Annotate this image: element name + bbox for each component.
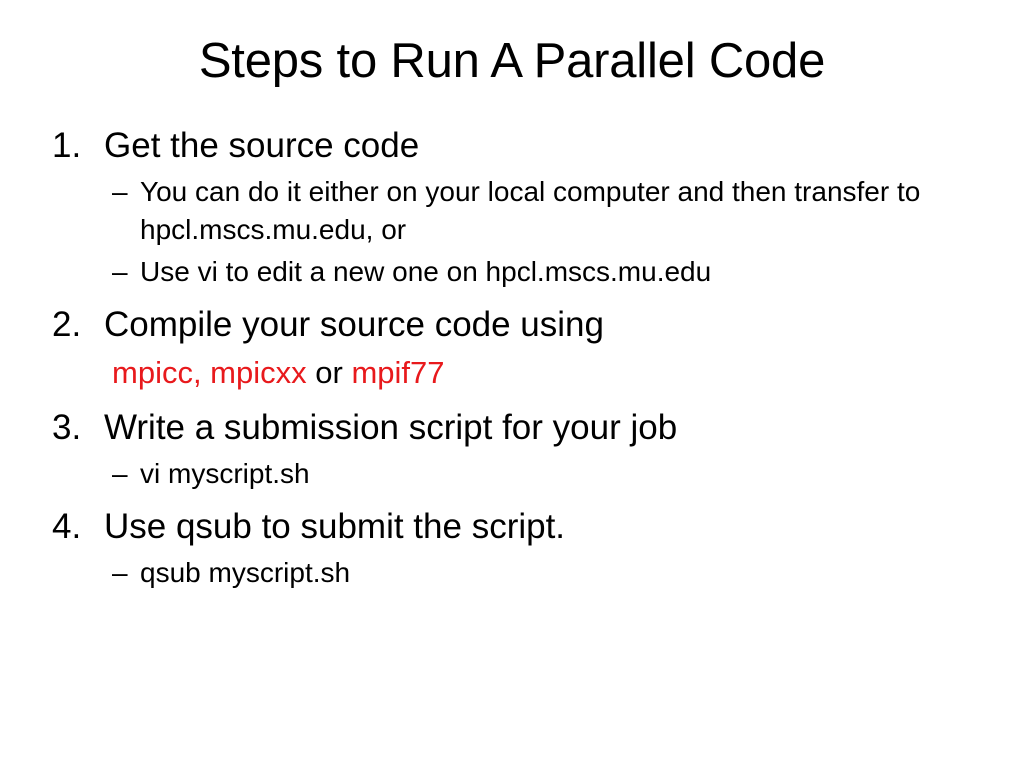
list-item-label: Write a submission script for your job — [104, 408, 678, 447]
list-item-label: Get the source code — [104, 126, 420, 165]
sub-list-item: – qsub myscript.sh — [112, 554, 982, 592]
dash-bullet-icon: – — [112, 458, 128, 489]
list-item-number: 1. — [52, 126, 82, 165]
list-item-number: 3. — [52, 408, 82, 447]
slide-body: 1. Get the source code – You can do it e… — [52, 122, 982, 592]
sub-list-item-label: vi myscript.sh — [140, 458, 310, 489]
sub-list-item: – vi myscript.sh — [112, 455, 982, 493]
compiler-commands-c-cxx: mpicc, mpicxx — [112, 355, 307, 390]
compiler-command-f77: mpif77 — [351, 355, 445, 390]
list-item: 3. Write a submission script for your jo… — [52, 404, 982, 451]
sub-list-item-label: qsub myscript.sh — [140, 557, 351, 588]
sub-list-item-label: Use vi to edit a new one on hpcl.mscs.mu… — [140, 256, 712, 287]
list-item-number: 4. — [52, 507, 82, 546]
sub-list-item-label: You can do it either on your local compu… — [140, 176, 921, 245]
list-item: 1. Get the source code — [52, 122, 982, 169]
sub-list-item: – Use vi to edit a new one on hpcl.mscs.… — [112, 253, 982, 291]
page-title: Steps to Run A Parallel Code — [198, 34, 826, 88]
list-item-label: Use qsub to submit the script. — [104, 507, 566, 546]
list-item-label: Compile your source code using — [104, 305, 604, 344]
dash-bullet-icon: – — [112, 176, 128, 207]
compiler-commands-conjunction: or — [306, 355, 352, 390]
dash-bullet-icon: – — [112, 557, 128, 588]
compiler-commands-line: mpicc, mpicxx or mpif77 — [112, 352, 982, 394]
dash-bullet-icon: – — [112, 256, 128, 287]
list-item-number: 2. — [52, 305, 82, 344]
list-item: 4. Use qsub to submit the script. — [52, 503, 982, 550]
list-item: 2. Compile your source code using — [52, 301, 982, 348]
sub-list-item: – You can do it either on your local com… — [112, 173, 982, 249]
